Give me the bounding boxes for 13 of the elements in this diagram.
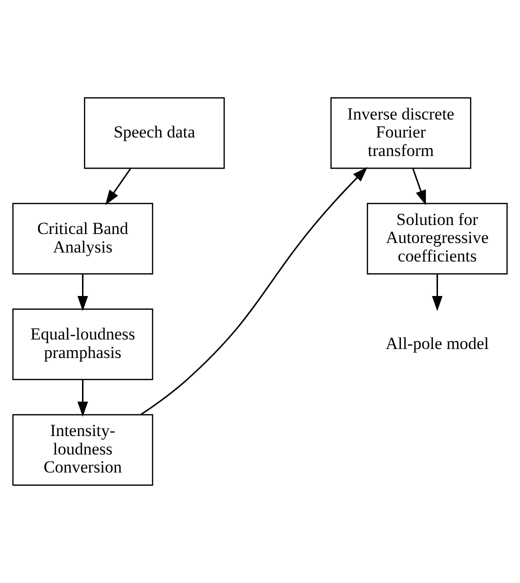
node-box: Inverse discrete Fourier transform xyxy=(330,97,472,169)
node-box: Critical Band Analysis xyxy=(12,202,154,274)
arrow xyxy=(105,168,132,206)
arrow xyxy=(412,168,426,206)
node-box: Intensity-loudness Conversion xyxy=(12,414,154,486)
node-box: Equal-loudness pramphasis xyxy=(12,308,154,380)
arrow xyxy=(140,167,368,416)
arrow xyxy=(77,380,88,417)
arrow xyxy=(432,274,443,312)
node-box: Speech data xyxy=(84,97,225,169)
node-text: All-pole model xyxy=(386,334,489,353)
node-box: Solution for Autoregressive coefficients xyxy=(366,202,508,274)
arrow xyxy=(77,274,88,312)
